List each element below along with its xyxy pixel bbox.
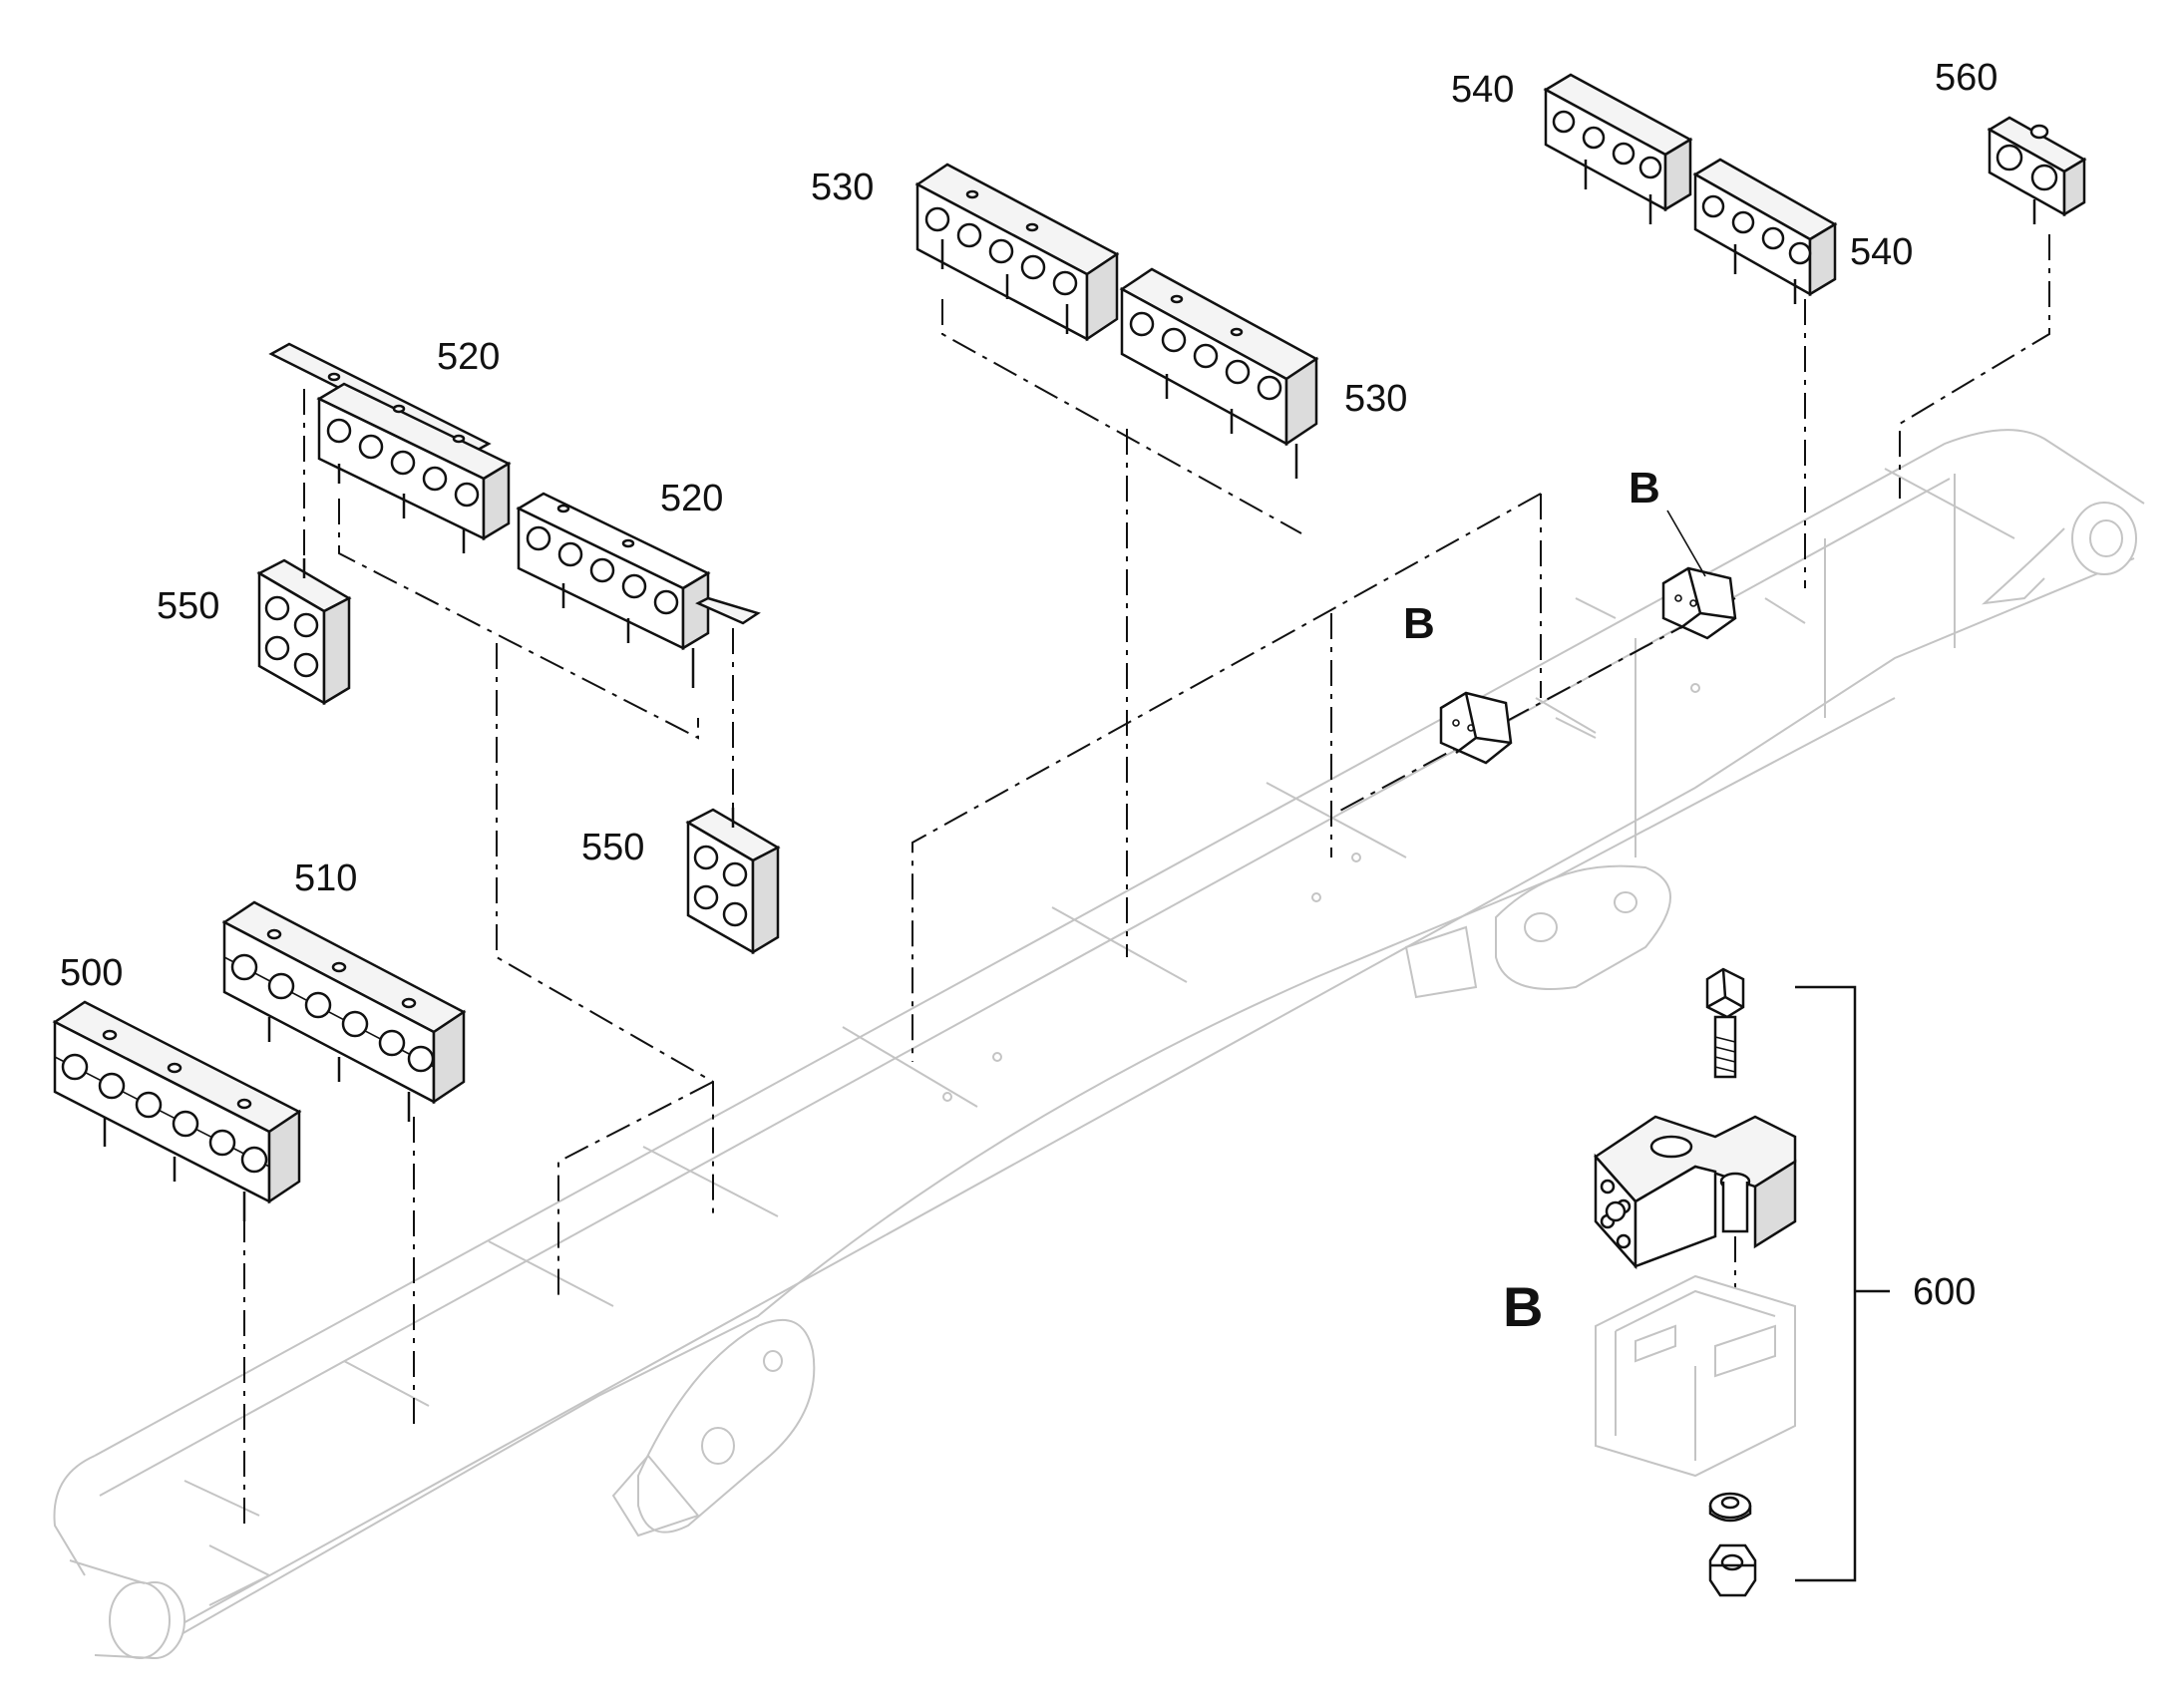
callout-550-upper: 550 xyxy=(157,585,219,627)
spacer-550-lower xyxy=(685,808,781,955)
assembly-600-bracket xyxy=(1795,985,1890,1582)
boom-foot-pin-boss xyxy=(69,1559,185,1659)
detail-b-washer xyxy=(1708,1492,1752,1523)
callout-600: 600 xyxy=(1913,1271,1976,1313)
callout-500: 500 xyxy=(60,952,123,994)
detail-b-clamp-block xyxy=(1594,1115,1797,1270)
upper-cylinder-bracket xyxy=(1404,864,1671,999)
clamp-540-lower xyxy=(1692,158,1838,304)
clamp-530-right xyxy=(1119,267,1319,479)
lower-cylinder-bracket xyxy=(611,1318,816,1537)
detail-mark-b-middle: B xyxy=(1403,599,1435,648)
callout-540-lower: 540 xyxy=(1850,231,1913,273)
callout-520-upper: 520 xyxy=(437,336,500,378)
clamp-540-upper xyxy=(1543,73,1693,224)
boom-tip-pin-boss xyxy=(2071,502,2137,575)
bracket-b-leader xyxy=(1666,510,1706,577)
detail-marks: B B B xyxy=(1403,464,1660,1338)
bracket-b-on-boom-1 xyxy=(1439,691,1513,765)
callout-520-lower: 520 xyxy=(660,478,723,519)
detail-b-channel-frame xyxy=(1595,1274,1796,1478)
callout-510: 510 xyxy=(294,857,357,899)
callout-550-lower: 550 xyxy=(581,827,644,868)
clamp-520-upper xyxy=(268,342,512,553)
bracket-b-on-boom-2 xyxy=(1661,566,1737,640)
clamp-510 xyxy=(221,900,467,1122)
boom-mounting-strips xyxy=(183,468,2015,1517)
callout-540-upper: 540 xyxy=(1451,69,1514,111)
clamp-520-lower xyxy=(516,492,761,688)
clamp-560 xyxy=(1987,116,2087,224)
detail-b-bolt xyxy=(1705,967,1745,1079)
clamp-530-left xyxy=(914,163,1120,342)
callout-labels: 500 510 520 520 530 530 540 540 550 550 … xyxy=(60,57,1998,1313)
detail-mark-b-detail: B xyxy=(1503,1275,1543,1338)
callout-530-right: 530 xyxy=(1344,378,1407,420)
callout-530-left: 530 xyxy=(811,167,874,208)
assembly-leader-lines xyxy=(243,234,2050,1531)
detail-mark-b-upper: B xyxy=(1629,464,1660,512)
detail-b-nut xyxy=(1708,1543,1757,1597)
callout-560: 560 xyxy=(1935,57,1998,99)
spacer-550-upper xyxy=(256,558,352,706)
clamp-500 xyxy=(52,1000,302,1221)
